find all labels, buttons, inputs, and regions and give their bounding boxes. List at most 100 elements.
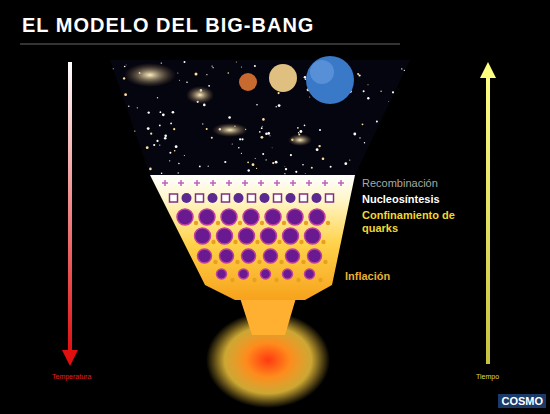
star xyxy=(208,85,210,87)
star xyxy=(137,107,138,108)
star xyxy=(186,81,188,83)
hadron xyxy=(217,269,227,279)
star xyxy=(362,123,364,125)
star xyxy=(353,133,356,136)
stage-label: Confinamiento de quarks xyxy=(362,209,457,235)
quark xyxy=(252,278,256,282)
star xyxy=(254,65,256,67)
star xyxy=(276,106,277,107)
recombination-mark xyxy=(178,180,184,186)
hadron xyxy=(221,209,237,225)
nucleus-mark xyxy=(248,194,256,202)
star xyxy=(241,138,243,140)
hadron xyxy=(199,209,215,225)
star xyxy=(208,166,209,167)
quark xyxy=(211,240,215,244)
stage-label: Recombinación xyxy=(362,177,438,189)
recombination-mark xyxy=(338,180,344,186)
star xyxy=(175,145,178,148)
hadron xyxy=(195,228,211,244)
nucleus-mark xyxy=(170,194,178,202)
quark xyxy=(213,260,217,264)
quark xyxy=(326,221,330,225)
recombination-mark xyxy=(290,180,296,186)
star xyxy=(113,68,114,69)
star xyxy=(238,147,240,149)
axis-label: Temperatura xyxy=(52,373,91,380)
quark xyxy=(304,221,308,225)
star xyxy=(272,162,274,164)
star xyxy=(241,66,242,67)
star xyxy=(376,121,378,123)
recombination-mark xyxy=(242,180,248,186)
star xyxy=(275,161,278,164)
star xyxy=(290,154,292,156)
hadron xyxy=(283,269,293,279)
star xyxy=(284,165,286,167)
star xyxy=(278,104,281,107)
star xyxy=(125,64,127,66)
star xyxy=(318,145,320,147)
star xyxy=(316,148,319,151)
star xyxy=(156,140,158,142)
quark xyxy=(216,221,220,225)
hadron xyxy=(283,228,299,244)
star xyxy=(311,167,313,169)
quark xyxy=(321,240,325,244)
hadron xyxy=(261,228,277,244)
star xyxy=(203,104,206,107)
hadron xyxy=(286,249,300,263)
quark xyxy=(257,260,261,264)
star xyxy=(160,111,162,113)
star xyxy=(256,104,258,106)
hadron xyxy=(287,209,303,225)
recombination-mark xyxy=(226,180,232,186)
particle xyxy=(286,193,296,203)
star xyxy=(298,132,299,133)
star xyxy=(228,116,231,119)
star xyxy=(124,66,126,68)
quark xyxy=(255,240,259,244)
hadron xyxy=(242,249,256,263)
star xyxy=(164,134,167,137)
star xyxy=(202,123,203,124)
star xyxy=(169,160,170,161)
star xyxy=(330,166,332,168)
star xyxy=(259,131,261,133)
star xyxy=(153,144,155,146)
star xyxy=(159,145,160,146)
star xyxy=(239,138,241,140)
star xyxy=(265,133,268,136)
star xyxy=(247,161,249,163)
nucleus-mark xyxy=(300,194,308,202)
star xyxy=(284,173,285,174)
star xyxy=(178,163,180,165)
quark xyxy=(296,278,300,282)
star xyxy=(278,92,280,94)
star xyxy=(164,137,167,140)
star xyxy=(184,61,186,63)
star xyxy=(271,147,273,149)
star xyxy=(364,142,365,143)
recombination-mark xyxy=(322,180,328,186)
star xyxy=(184,155,185,156)
hadron xyxy=(261,269,271,279)
hadron xyxy=(305,228,321,244)
nucleus-mark xyxy=(274,194,282,202)
recombination-mark xyxy=(210,180,216,186)
star xyxy=(232,144,233,145)
star xyxy=(148,111,150,113)
star xyxy=(161,172,163,174)
star xyxy=(380,91,381,92)
star xyxy=(349,160,350,161)
hadron xyxy=(265,209,281,225)
star xyxy=(401,68,402,69)
star xyxy=(268,132,271,135)
star xyxy=(368,84,369,85)
star xyxy=(304,76,307,79)
star xyxy=(344,162,347,165)
quark xyxy=(260,221,264,225)
logo-text: COSMO xyxy=(498,394,546,408)
star xyxy=(359,137,360,138)
hadron xyxy=(239,228,255,244)
